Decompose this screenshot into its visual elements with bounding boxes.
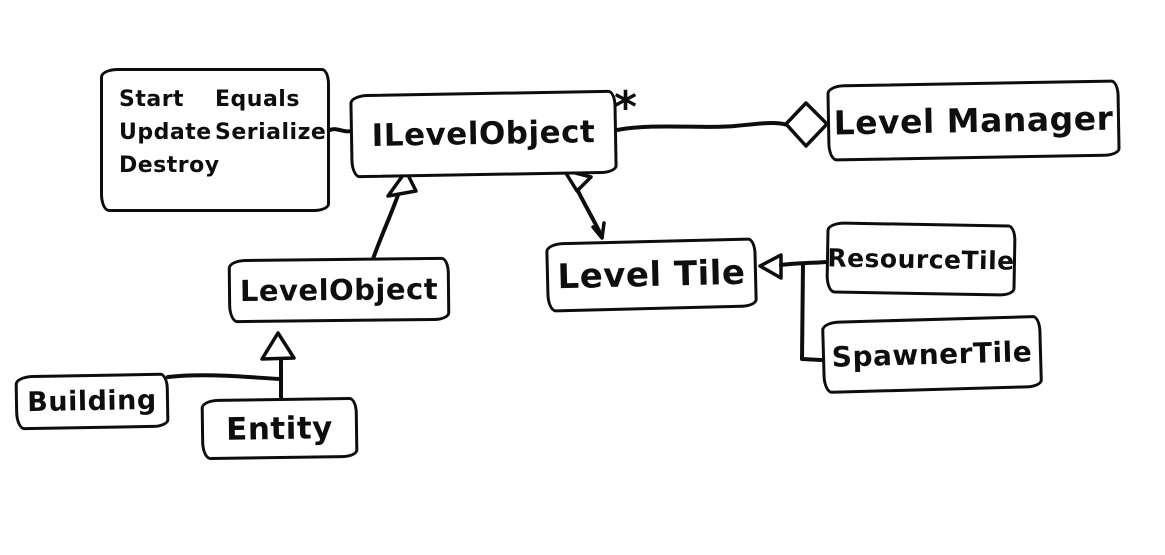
edge-inheritance-tiles-leveltile <box>758 253 829 362</box>
class-name-label: LevelObject <box>239 271 439 309</box>
class-node-levelmanager: Level Manager <box>826 79 1121 162</box>
inheritance-triangle-icon <box>758 253 783 280</box>
arrowhead-icon <box>591 221 606 240</box>
class-name-label: Level Tile <box>557 252 746 298</box>
inheritance-line <box>576 189 604 239</box>
building-branch-line <box>166 373 282 381</box>
class-name-label: Level Manager <box>833 98 1114 143</box>
method-label: Update <box>119 120 212 145</box>
class-node-spawnertile: SpawnerTile <box>821 314 1043 395</box>
class-name-label: ResourceTile <box>827 242 1015 276</box>
edge-note-to-ilevelobject <box>328 127 353 134</box>
edge-inheritance-building-entity-levelobject <box>166 331 296 400</box>
method-label: Equals <box>215 87 300 112</box>
class-name-label: SpawnerTile <box>831 335 1033 374</box>
method-label: Serialize <box>215 120 327 145</box>
method-label: Destroy <box>119 153 220 178</box>
class-name-label: ILevelObject <box>371 114 596 154</box>
aggregation-line <box>615 121 789 132</box>
class-node-levelobject: LevelObject <box>227 256 451 324</box>
class-name-label: Entity <box>225 409 334 448</box>
multiplicity-label: * <box>614 82 638 133</box>
class-node-leveltile: Level Tile <box>545 237 758 313</box>
edge-inheritance-leveltile-ilevelobject <box>562 168 606 240</box>
edge-aggregation-ilevelobject-levelmanager <box>615 101 829 148</box>
note-interface-methods: Start Equals Update Serialize Destroy <box>100 68 330 212</box>
aggregation-diamond-icon <box>784 101 829 148</box>
method-label: Start <box>119 87 185 112</box>
class-node-resourcetile: ResourceTile <box>825 221 1017 297</box>
inheritance-triangle-icon <box>260 331 296 361</box>
class-name-label: Building <box>27 384 157 419</box>
class-node-ilevelobject: ILevelObject <box>349 89 618 179</box>
class-node-entity: Entity <box>200 396 359 461</box>
inheritance-line <box>371 193 400 261</box>
spawner-branch-line <box>800 262 823 362</box>
edge-inheritance-levelobject-ilevelobject <box>371 169 418 261</box>
class-node-building: Building <box>14 372 170 431</box>
